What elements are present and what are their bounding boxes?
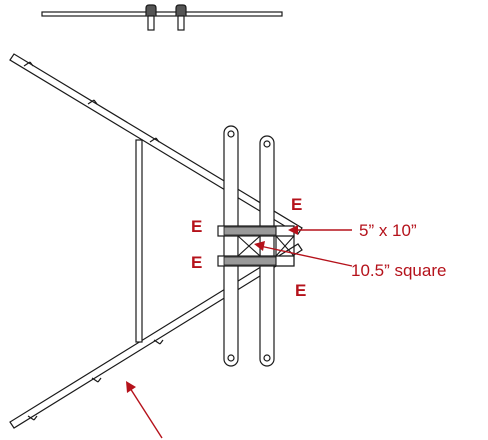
- upper-boom: [9, 53, 303, 235]
- e-mark-bottom-right: E: [295, 281, 307, 300]
- leader-arrows: [126, 225, 353, 439]
- arrow-square-head: [254, 241, 265, 251]
- square-block: [237, 225, 295, 267]
- cross-brace: [135, 139, 143, 343]
- e-mark-left-upper: E: [191, 217, 203, 236]
- arrow-bottom-leader: [129, 387, 163, 439]
- arrow-rect-head: [288, 225, 298, 235]
- e-mark-left-lower: E: [191, 253, 203, 272]
- mounting-strap-left: [223, 125, 239, 367]
- lower-boom: [9, 243, 303, 429]
- arrow-bottom-head: [126, 381, 136, 393]
- dimension-square-label: 10.5” square: [351, 261, 447, 280]
- arrow-square-leader: [259, 245, 353, 267]
- dimension-rect-label: 5” x 10”: [359, 221, 417, 240]
- top-end-view: [41, 4, 283, 31]
- mounting-strap-right: [259, 135, 275, 367]
- e-mark-top-right: E: [291, 195, 303, 214]
